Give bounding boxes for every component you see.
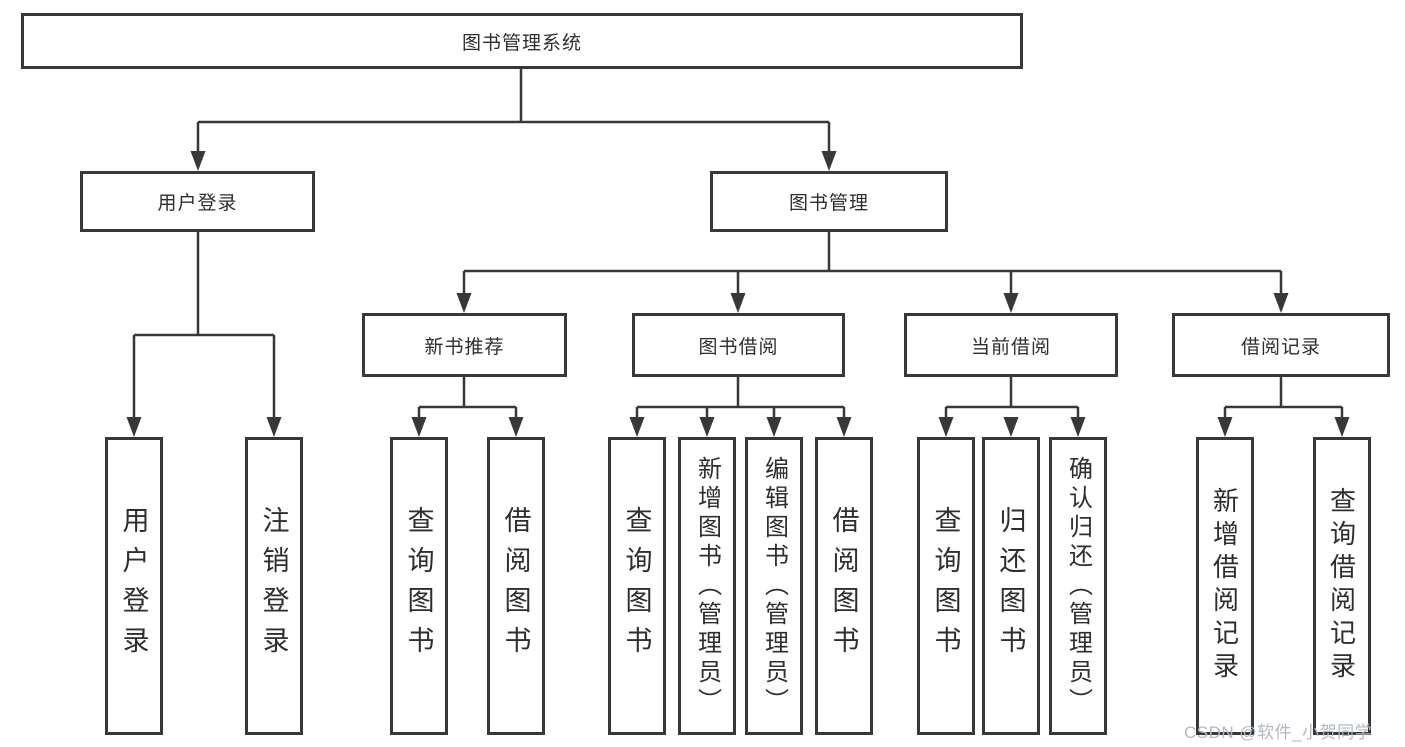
leaf-logout: 注销登录 — [245, 437, 303, 735]
node-label: 查询图书 — [930, 506, 961, 666]
node-label: 查询图书 — [403, 506, 434, 666]
node-book-management: 图书管理 — [710, 171, 948, 232]
node-label: 注销登录 — [258, 506, 289, 666]
node-user-login: 用户登录 — [80, 171, 315, 232]
node-book-borrowing: 图书借阅 — [632, 313, 845, 377]
node-label: 用户登录 — [118, 506, 149, 666]
node-new-book-recommendation: 新书推荐 — [362, 313, 567, 377]
node-label: 查询借阅记录 — [1326, 487, 1357, 685]
leaf-add-borrow-record: 新增借阅记录 — [1196, 437, 1254, 735]
node-label: 归还图书 — [995, 506, 1026, 666]
node-label: 当前借阅 — [970, 336, 1051, 358]
node-borrowing-records: 借阅记录 — [1172, 313, 1390, 377]
leaf-borrow-books-recommend: 借阅图书 — [487, 437, 545, 735]
node-label: 借阅图书 — [500, 506, 531, 666]
leaf-confirm-return-admin: 确认归还（管理员） — [1049, 437, 1107, 735]
csdn-watermark: CSDN @软件_小贺同学 — [1184, 723, 1373, 742]
node-label: 新书推荐 — [424, 336, 505, 358]
node-label: 查询图书 — [621, 506, 652, 666]
node-label: 图书管理 — [788, 193, 869, 214]
node-label: 图书借阅 — [698, 336, 779, 358]
leaf-user-login: 用户登录 — [105, 437, 163, 735]
leaf-query-borrow-record: 查询借阅记录 — [1313, 437, 1371, 735]
node-current-borrowing: 当前借阅 — [904, 313, 1118, 377]
node-label: 确认归还（管理员） — [1064, 455, 1092, 717]
node-label: 借阅记录 — [1240, 336, 1321, 358]
leaf-edit-book-admin: 编辑图书（管理员） — [745, 437, 803, 735]
leaf-query-books-current: 查询图书 — [917, 437, 975, 735]
leaf-return-books: 归还图书 — [982, 437, 1040, 735]
node-label: 用户登录 — [157, 193, 238, 214]
node-label: 编辑图书（管理员） — [760, 455, 788, 717]
leaf-add-book-admin: 新增图书（管理员） — [678, 437, 736, 735]
node-library-management-system: 图书管理系统 — [21, 13, 1023, 69]
leaf-query-books-borrowing: 查询图书 — [608, 437, 666, 735]
leaf-query-books-recommend: 查询图书 — [390, 437, 448, 735]
node-label: 新增图书（管理员） — [693, 455, 721, 717]
node-label: 图书管理系统 — [461, 32, 582, 54]
leaf-borrow-books-borrowing: 借阅图书 — [815, 437, 873, 735]
node-label: 新增借阅记录 — [1209, 487, 1240, 685]
node-label: 借阅图书 — [828, 506, 859, 666]
